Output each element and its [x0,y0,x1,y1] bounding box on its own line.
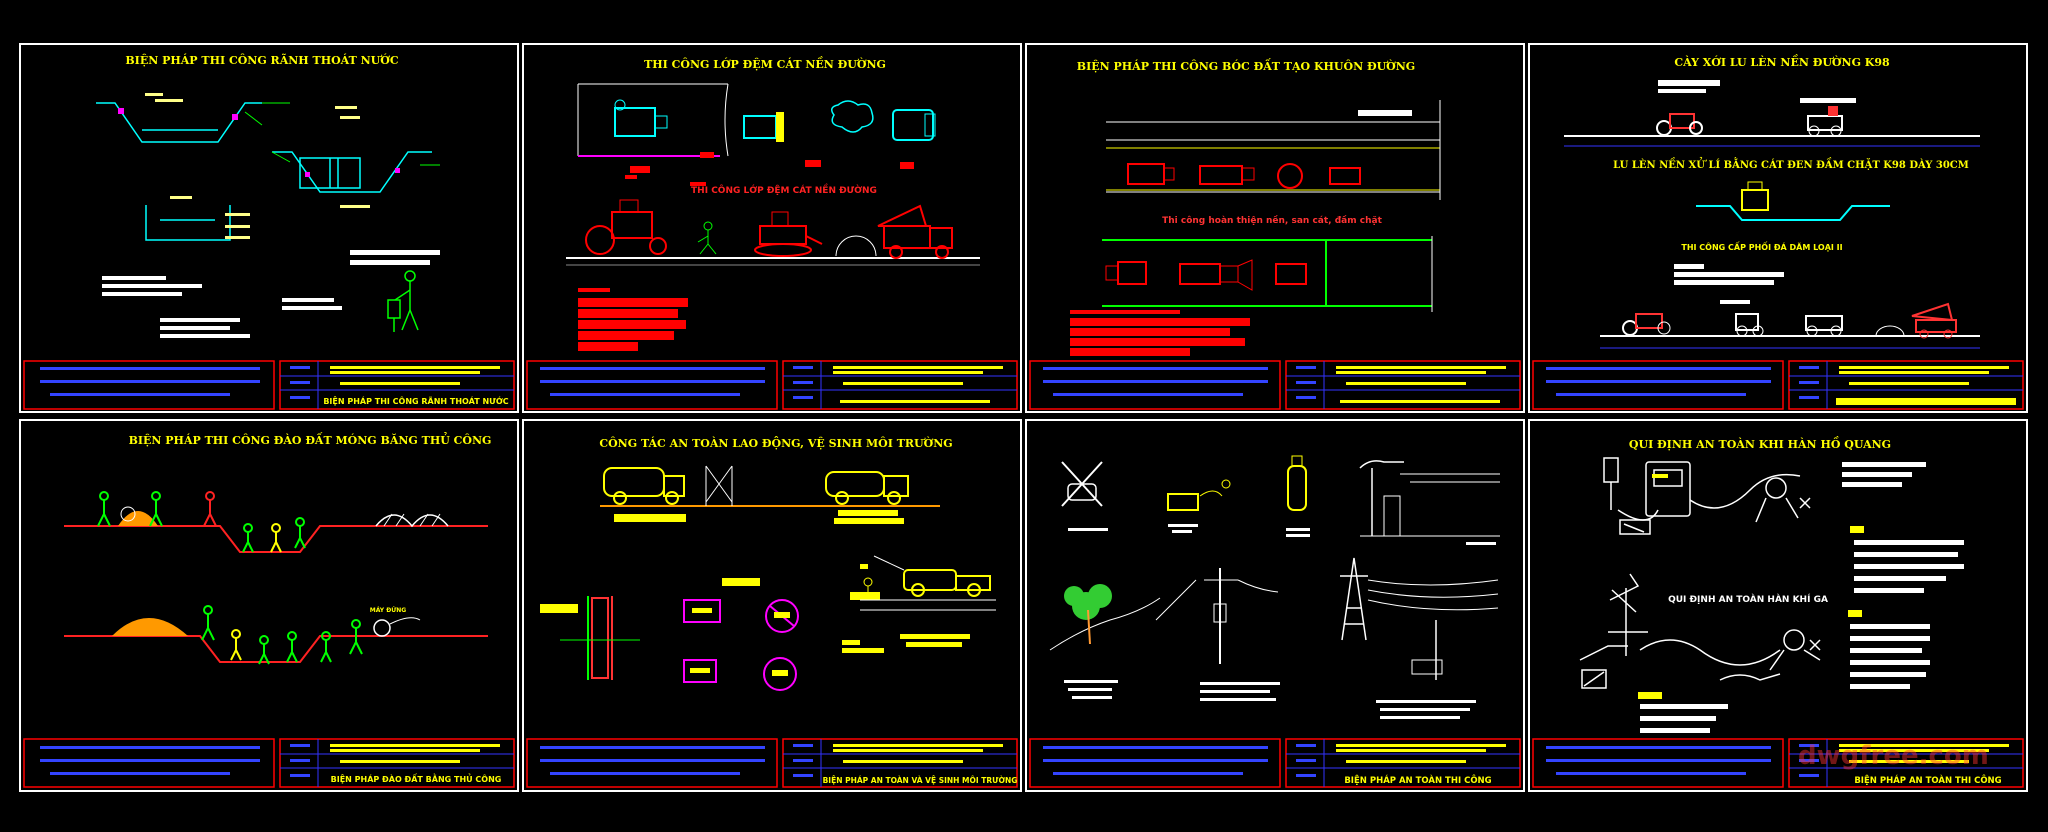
sheet-footer: BIỆN PHÁP AN TOÀN VÀ VỆ SINH MÔI TRƯỜNG [526,738,1018,788]
footer-title: BIỆN PHÁP AN TOÀN VÀ VỆ SINH MÔI TRƯỜNG [823,776,1018,785]
sheet-border [522,43,1022,413]
arc-welding-illustration [1603,457,1811,535]
excavation-diagram-bottom [64,605,488,665]
sheet-footer [1029,360,1521,410]
magenta-marks [118,108,400,177]
note-blocks [102,250,440,338]
hazard-illustrations [1049,455,1500,719]
footer-title: BIỆN PHÁP THI CÔNG RÃNH THOÁT NƯỚC [323,395,508,406]
sheet-8[interactable]: QUI ĐỊNH AN TOÀN KHI HÀN HỒ QUANG QUI ĐỊ… [1528,419,2028,792]
rolling-diagram-bottom [1600,264,1980,349]
sheet-6[interactable]: CÔNG TÁC AN TOÀN LAO ĐỘNG, VỆ SINH MÔI T… [522,419,1022,792]
construction-notes [1070,310,1250,356]
watermark: dwgfree.com [1798,741,1989,771]
sheet-footer [1532,360,2024,410]
sheet-footer: BIỆN PHÁP THI CÔNG RÃNH THOÁT NƯỚC [23,360,515,410]
safety-diagram-bottom [540,555,996,691]
arc-welding-notes [1842,462,1964,593]
sheet-4[interactable]: CÀY XỚI LU LÈN NỀN ĐƯỜNG K98 LU LÈN NỀN … [1528,43,2028,413]
construction-notes [578,288,688,351]
rolling-diagram-top [1564,80,1980,147]
equipment-elevation [566,199,980,266]
section-caption: Thi công hoàn thiện nền, san cát, đầm ch… [1162,215,1382,226]
footer-title: BIỆN PHÁP ĐÀO ĐẤT BẰNG THỦ CÔNG [331,772,502,784]
section-caption: THI CÔNG LỚP ĐỆM CÁT NỀN ĐƯỜNG [691,183,877,196]
road-plan-top [1106,100,1441,200]
sheet-subtitle: LU LÈN NỀN XỬ LÍ BẰNG CÁT ĐEN ĐẦM CHẶT K… [1613,158,1969,171]
sheet-title: BIỆN PHÁP THI CÔNG BÓC ĐẤT TẠO KHUÔN ĐƯỜ… [1077,58,1415,73]
sheet-5[interactable]: BIỆN PHÁP THI CÔNG ĐÀO ĐẤT MÓNG BĂNG THỦ… [19,419,519,792]
sheet-border [1528,419,2028,792]
excavation-diagram-top [64,491,488,553]
sheet-footer: BIỆN PHÁP ĐÀO ĐẤT BẰNG THỦ CÔNG [23,738,515,788]
road-plan-bottom [1102,236,1433,312]
sheet-border [19,419,519,792]
sheet-3[interactable]: BIỆN PHÁP THI CÔNG BÓC ĐẤT TẠO KHUÔN ĐƯỜ… [1025,43,1525,413]
sheet-footer: BIỆN PHÁP AN TOÀN THI CÔNG [1029,738,1521,788]
sheet-title: BIỆN PHÁP THI CÔNG RÃNH THOÁT NƯỚC [125,53,398,67]
sheet-border [19,43,519,413]
worker-figure [387,270,419,332]
sheet-title: CÔNG TÁC AN TOÀN LAO ĐỘNG, VỆ SINH MÔI T… [599,435,952,450]
gas-welding-notes [1638,610,1930,733]
rolling-diagram-middle [1696,181,1890,221]
sheet-1[interactable]: BIỆN PHÁP THI CÔNG RÃNH THOÁT NƯỚC [19,43,519,413]
sheet-7[interactable]: BIỆN PHÁP AN TOÀN THI CÔNG [1025,419,1525,792]
footer-title: BIỆN PHÁP AN TOÀN THI CÔNG [1854,774,2001,786]
sheet-subtitle-2: THI CÔNG CẤP PHỐI ĐÁ DĂM LOẠI II [1681,240,1842,252]
sheet-border [1025,419,1525,792]
gas-welding-illustration [1579,573,1821,689]
sheet-subtitle: QUI ĐỊNH AN TOÀN HÀN KHÍ GA [1668,593,1828,605]
safety-diagram-top [600,465,940,524]
green-leaders [244,102,440,166]
sheet-border [1025,43,1525,413]
site-plan [577,83,936,186]
sheet-title: QUI ĐỊNH AN TOÀN KHI HÀN HỒ QUANG [1629,436,1891,451]
sheet-title: BIỆN PHÁP THI CÔNG ĐÀO ĐẤT MÓNG BĂNG THỦ… [129,432,492,447]
sheet-title: CÀY XỚI LU LÈN NỀN ĐƯỜNG K98 [1674,54,1890,69]
sheet-2[interactable]: THI CÔNG LỚP ĐỆM CÁT NỀN ĐƯỜNG THI CÔNG … [522,43,1022,413]
trench-section-drawing [96,102,432,241]
dimension-notes [145,93,370,239]
sheet-title: THI CÔNG LỚP ĐỆM CÁT NỀN ĐƯỜNG [644,56,886,71]
sheet-border [1528,43,2028,413]
sheet-footer: BIỆN PHÁP AN TOÀN THI CÔNG [1532,738,2024,788]
footer-title: BIỆN PHÁP AN TOÀN THI CÔNG [1344,774,1491,786]
sheet-border [522,419,1022,792]
machine-label: MÁY ĐỨNG [370,607,407,614]
sheet-footer [526,360,1018,410]
